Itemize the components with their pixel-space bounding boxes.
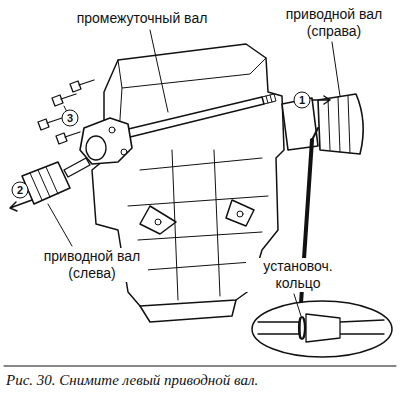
callout-number: 3 [62,110,79,127]
callout-number: 1 [294,92,311,109]
figure-caption: Рис. 30. Снимите левый приводной вал. [6,371,258,389]
leader-line [294,294,301,316]
bolts [38,80,94,144]
left-shaft-stub [64,158,90,177]
housing-seal [86,136,106,160]
bolt [52,94,76,106]
leader-line [150,30,168,112]
set-ring [299,317,305,339]
arrow-2 [10,200,32,211]
bolt [38,118,62,130]
left-drive-shaft-boot [22,162,70,204]
bolt [70,80,94,92]
boot-rib [328,96,350,153]
housing-hole [109,127,115,133]
shaft-spline [262,94,276,104]
caption-rule [4,366,396,367]
part-label: установоч. кольцо [246,258,350,292]
bolt [56,132,80,144]
intermediate-shaft [120,97,264,139]
inset-shaft [258,314,384,342]
block-bolt [237,211,243,217]
leader-line [48,204,72,246]
part-label: приводной вал (справа) [278,6,390,40]
bearing-housing [80,118,132,164]
oil-pan [140,300,236,322]
leader-line [332,42,340,96]
housing-hole [121,149,127,155]
callout-number: 2 [12,182,29,199]
pry-bar-tip [312,128,318,140]
part-label: промежуточный вал [54,10,230,27]
detail-inset [252,301,392,357]
mount-bracket [140,200,254,234]
boot-rib [30,167,58,200]
arrow-1 [312,96,330,104]
block-bolt [155,219,161,225]
part-label: приводной вал (слева) [36,248,148,282]
